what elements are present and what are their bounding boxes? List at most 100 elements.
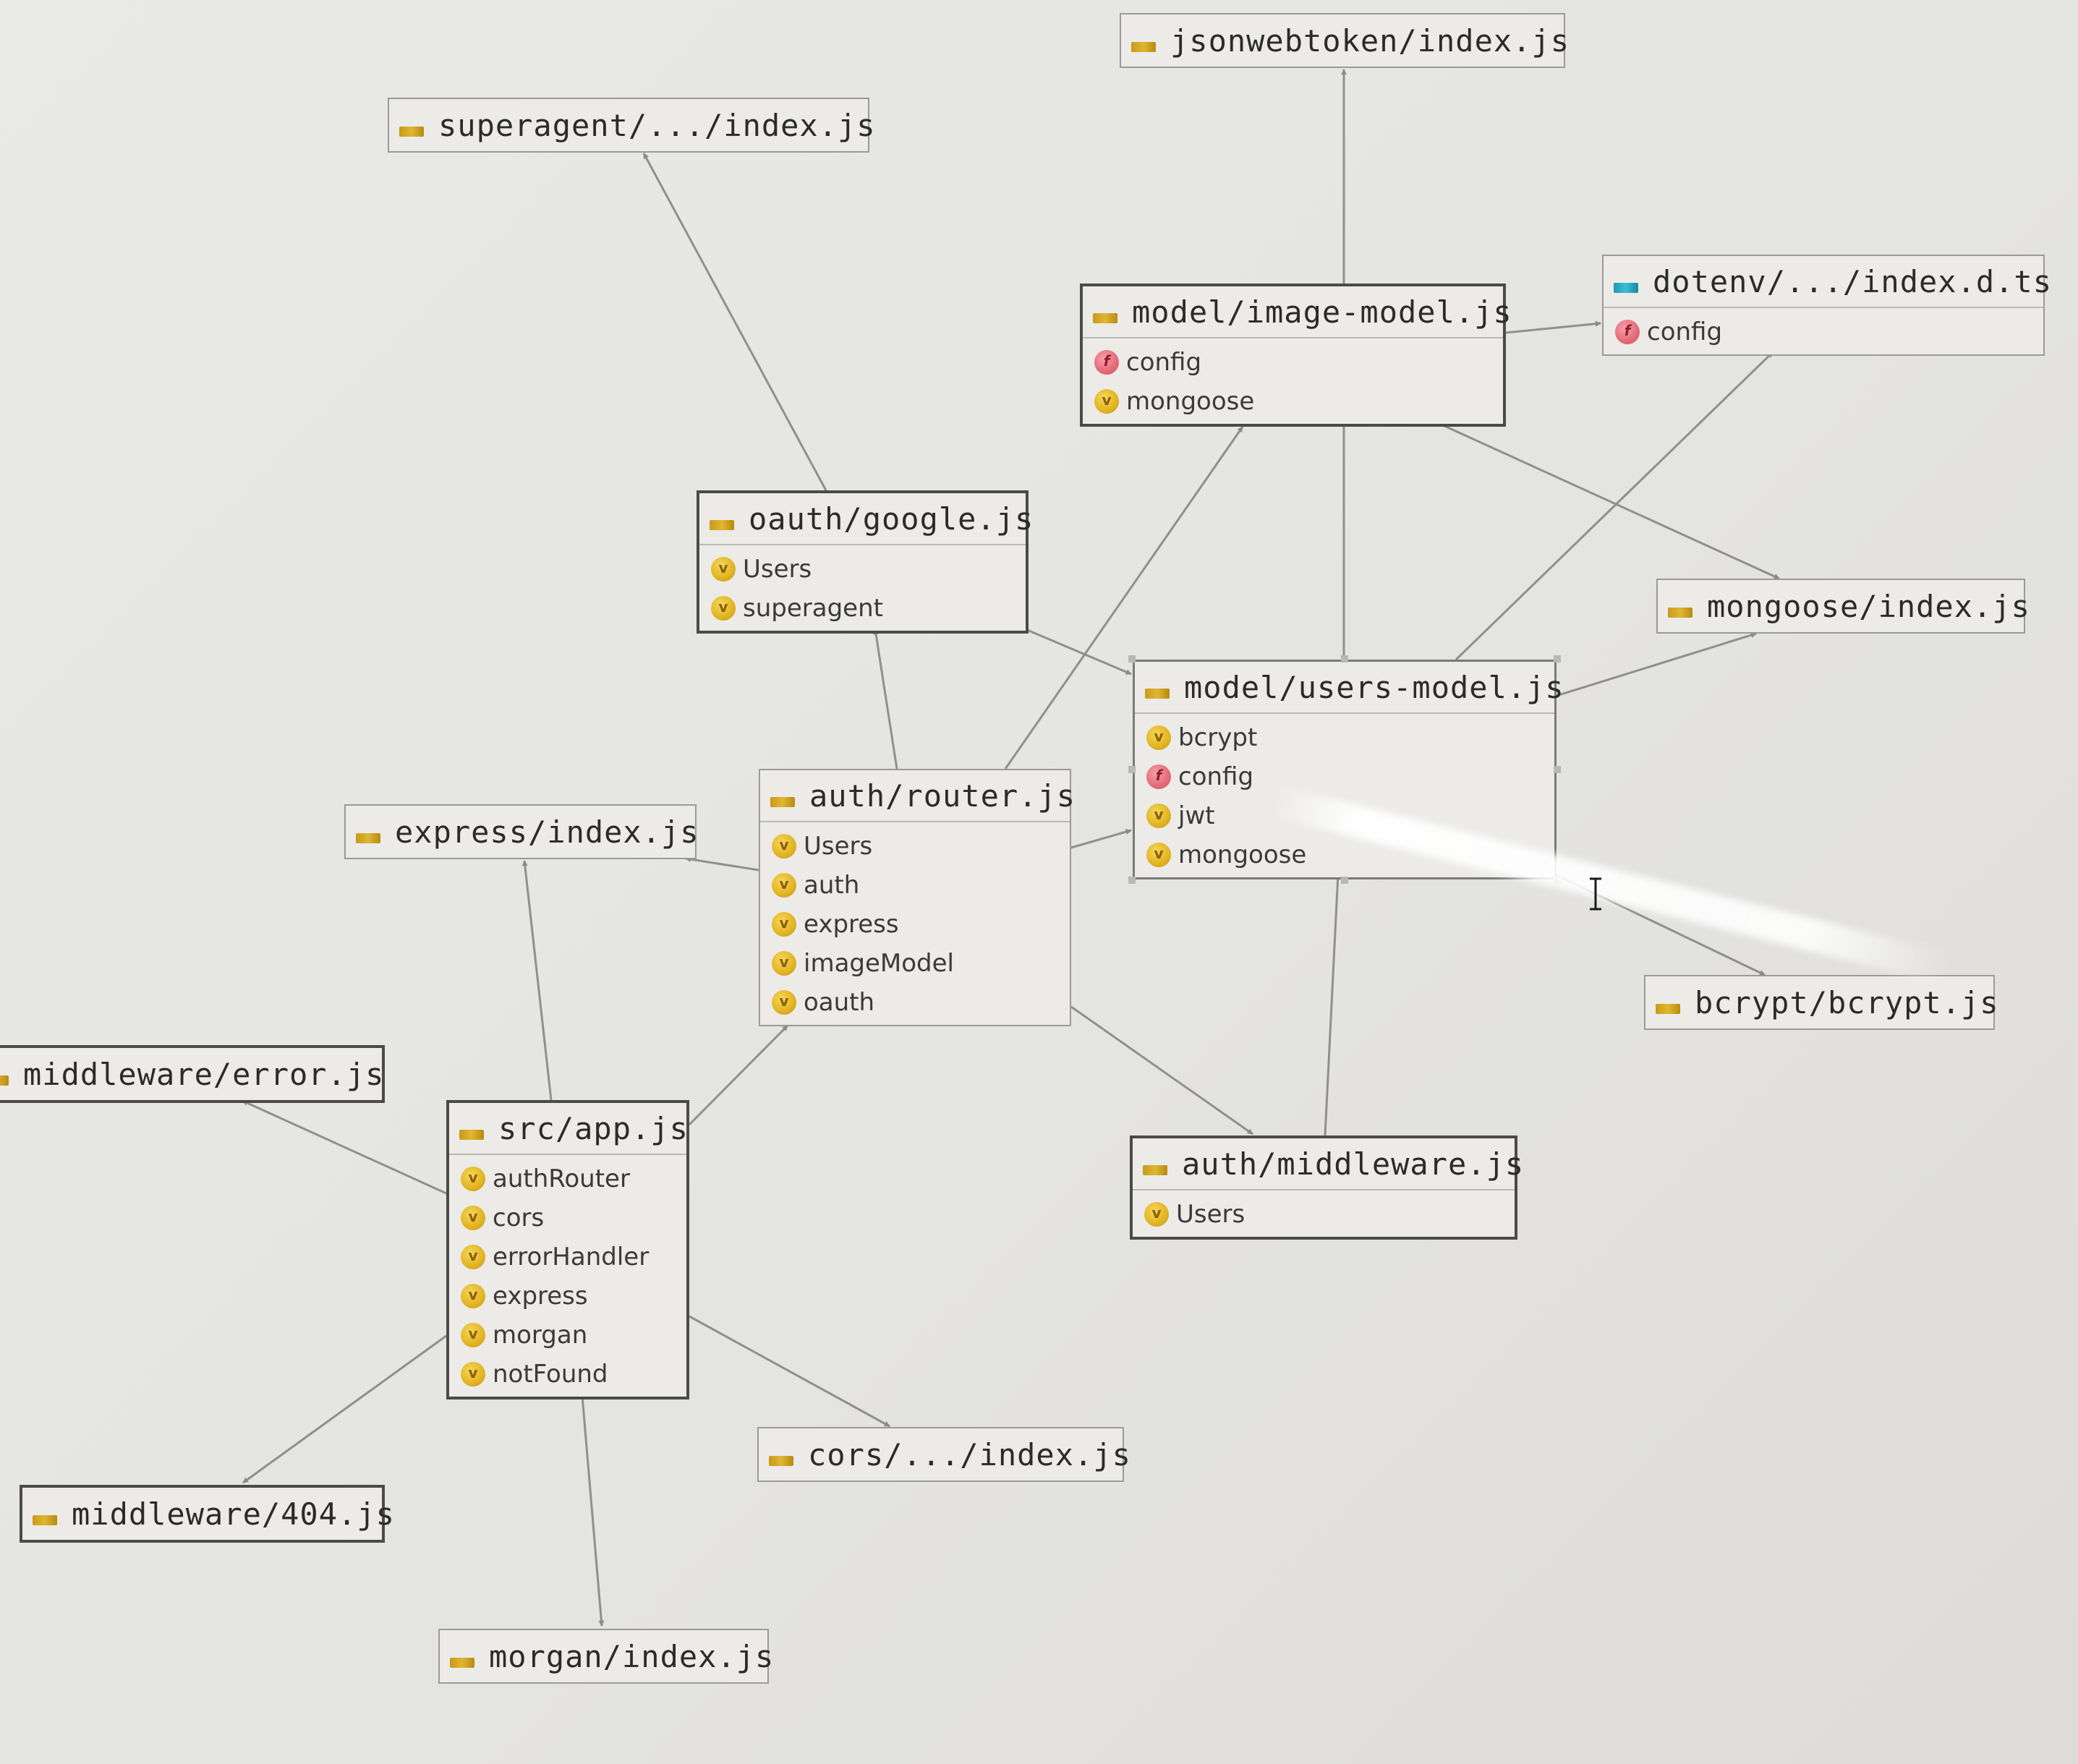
node-header[interactable]: middleware/error.js: [0, 1048, 383, 1100]
member-name: Users: [1176, 1200, 1245, 1229]
selection-handle[interactable]: [1128, 766, 1136, 773]
edge-auth-router-to-oauth-google[interactable]: [873, 629, 898, 770]
edge-auth-middleware-to-users-model[interactable]: [1324, 873, 1341, 1136]
edge-oauth-google-to-users-model[interactable]: [1021, 626, 1132, 676]
member-row[interactable]: express: [760, 905, 1070, 944]
node-header[interactable]: model/image-model.js: [1083, 286, 1512, 338]
node-header[interactable]: cors/.../index.js: [759, 1428, 1130, 1480]
variable-icon: [1146, 843, 1171, 867]
node-dotenv[interactable]: dotenv/.../index.d.ts config: [1602, 255, 2051, 356]
variable-icon: [1144, 1202, 1169, 1227]
node-jsonwebtoken[interactable]: jsonwebtoken/index.js: [1120, 13, 1569, 68]
member-row[interactable]: cors: [449, 1198, 686, 1237]
selection-handle[interactable]: [1341, 877, 1348, 884]
node-header[interactable]: jsonwebtoken/index.js: [1121, 14, 1569, 67]
node-header[interactable]: morgan/index.js: [440, 1630, 773, 1682]
edge-app-to-mw-error[interactable]: [242, 1099, 447, 1195]
edge-users-model-to-dotenv[interactable]: [1455, 351, 1774, 661]
node-express[interactable]: express/index.js: [344, 804, 699, 859]
node-auth-middleware[interactable]: auth/middleware.jsUsers: [1130, 1135, 1523, 1240]
member-row[interactable]: config: [1083, 343, 1503, 382]
node-title: superagent/.../index.js: [438, 107, 876, 143]
member-list: Users superagent: [699, 545, 1026, 631]
node-mongoose[interactable]: mongoose/index.js: [1656, 579, 2030, 634]
node-header[interactable]: src/app.js: [449, 1103, 688, 1155]
node-mw-404[interactable]: middleware/404.js: [20, 1485, 394, 1543]
node-app[interactable]: src/app.js authRouter cors errorHandlerexpr…: [446, 1100, 689, 1399]
node-header[interactable]: mongoose/index.js: [1658, 580, 2030, 632]
member-name: authRouter: [493, 1164, 630, 1193]
member-row[interactable]: imageModel: [760, 944, 1070, 983]
member-name: config: [1647, 318, 1723, 346]
node-header[interactable]: model/users-model.js: [1135, 662, 1564, 714]
node-mw-error[interactable]: middleware/error.js: [0, 1045, 385, 1103]
node-cors[interactable]: cors/.../index.js: [757, 1427, 1130, 1482]
member-name: superagent: [743, 594, 883, 623]
function-icon: [1146, 764, 1171, 789]
member-name: config: [1178, 762, 1254, 791]
node-header[interactable]: express/index.js: [346, 806, 699, 858]
node-users-model[interactable]: model/users-model.js bcrypt config jwtmongo…: [1133, 660, 1564, 879]
edge-app-to-morgan[interactable]: [581, 1395, 605, 1627]
member-list: bcrypt config jwtmongoose: [1135, 714, 1554, 877]
selection-handle[interactable]: [1128, 655, 1136, 662]
member-row[interactable]: morgan: [449, 1316, 686, 1355]
member-row[interactable]: Users: [760, 827, 1070, 866]
member-name: mongoose: [1126, 387, 1255, 416]
edge-auth-router-to-users-model[interactable]: [1070, 829, 1132, 849]
edge-image-model-to-mongoose[interactable]: [1442, 424, 1780, 580]
selection-handle[interactable]: [1554, 766, 1561, 773]
edge-app-to-auth-router[interactable]: [688, 1024, 789, 1126]
node-oauth-google[interactable]: oauth/google.jsUsers superagent: [697, 490, 1033, 634]
member-row[interactable]: mongoose: [1135, 835, 1554, 874]
edge-auth-router-to-image-model[interactable]: [1004, 426, 1244, 770]
selection-handle[interactable]: [1554, 877, 1561, 884]
member-row[interactable]: mongoose: [1083, 382, 1503, 421]
edge-app-to-express[interactable]: [521, 860, 553, 1101]
member-row[interactable]: config: [1135, 757, 1554, 796]
edge-app-to-mw-404[interactable]: [242, 1334, 447, 1484]
edge-image-model-to-dotenv[interactable]: [1505, 320, 1601, 334]
edge-app-to-cors[interactable]: [689, 1315, 890, 1428]
node-header[interactable]: middleware/404.js: [22, 1488, 394, 1540]
node-superagent[interactable]: superagent/.../index.js: [388, 98, 875, 153]
node-header[interactable]: superagent/.../index.js: [389, 99, 875, 151]
edge-oauth-google-to-superagent[interactable]: [642, 153, 827, 491]
node-morgan[interactable]: morgan/index.js: [438, 1629, 773, 1684]
edge-users-model-to-mongoose[interactable]: [1556, 632, 1757, 697]
js-file-icon: [1143, 1165, 1167, 1175]
member-row[interactable]: Users: [1133, 1195, 1515, 1234]
node-image-model[interactable]: model/image-model.js config mongoose: [1080, 284, 1512, 427]
node-auth-router[interactable]: auth/router.jsUsersauthexpressimageModel…: [759, 769, 1075, 1026]
node-header[interactable]: dotenv/.../index.d.ts: [1604, 256, 2051, 308]
variable-icon: [772, 990, 796, 1015]
member-name: cors: [493, 1203, 545, 1232]
node-header[interactable]: bcrypt/bcrypt.js: [1645, 976, 1998, 1028]
node-header[interactable]: auth/router.js: [760, 770, 1075, 822]
member-row[interactable]: Users: [699, 550, 1026, 589]
member-row[interactable]: auth: [760, 866, 1070, 905]
selection-handle[interactable]: [1341, 655, 1348, 662]
variable-icon: [461, 1362, 485, 1386]
member-row[interactable]: errorHandler: [449, 1237, 686, 1277]
node-bcrypt[interactable]: bcrypt/bcrypt.js: [1644, 975, 1998, 1030]
member-row[interactable]: oauth: [760, 983, 1070, 1022]
node-header[interactable]: oauth/google.js: [699, 493, 1033, 545]
node-header[interactable]: auth/middleware.js: [1133, 1138, 1523, 1190]
edge-auth-router-to-express[interactable]: [685, 856, 759, 872]
ts-file-icon: [1614, 283, 1638, 293]
member-row[interactable]: superagent: [699, 589, 1026, 628]
member-row[interactable]: express: [449, 1277, 686, 1316]
node-title: express/index.js: [395, 814, 699, 850]
js-file-icon: [770, 797, 795, 807]
selection-handle[interactable]: [1554, 655, 1561, 662]
member-row[interactable]: notFound: [449, 1355, 686, 1394]
edge-auth-router-to-auth-middleware[interactable]: [1070, 1005, 1253, 1135]
js-file-icon: [1656, 1004, 1680, 1014]
selection-handle[interactable]: [1128, 877, 1136, 884]
member-row[interactable]: authRouter: [449, 1159, 686, 1198]
member-row[interactable]: jwt: [1135, 796, 1554, 835]
member-row[interactable]: config: [1604, 312, 2043, 351]
member-row[interactable]: bcrypt: [1135, 718, 1554, 757]
node-title: model/users-model.js: [1184, 669, 1564, 705]
